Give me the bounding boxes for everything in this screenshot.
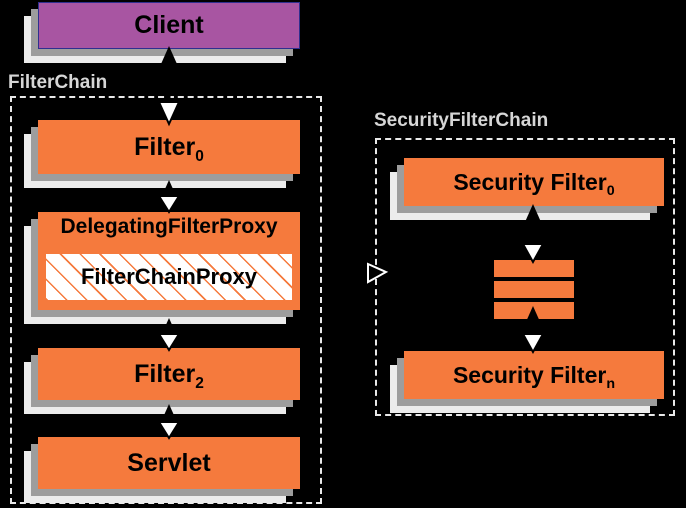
group-label-securityfilterchain: SecurityFilterChain (374, 110, 549, 131)
node-filter-0[interactable]: Filter0 (24, 120, 300, 188)
node-surface (404, 351, 664, 399)
node-label-subscript: 0 (195, 147, 204, 165)
node-servlet[interactable]: Servlet (24, 437, 300, 503)
node-client[interactable]: Client (24, 2, 300, 63)
node-label-filter-0: Filter0 (134, 132, 204, 165)
node-label-filter-2: Filter2 (134, 359, 204, 392)
node-surface (38, 437, 300, 489)
node-label-text: Filter (134, 359, 196, 388)
node-label-subscript: 0 (606, 183, 615, 200)
node-label-text: Security Filter (453, 168, 607, 195)
node-label-text: Security Filter (452, 361, 607, 388)
group-label-filterchain: FilterChain (8, 72, 108, 93)
node-filter-chain-proxy[interactable]: FilterChainProxy (44, 252, 294, 302)
node-surface (404, 158, 664, 206)
arrow-filter0-dfp (157, 180, 181, 214)
arrow-filter2-servlet (157, 404, 181, 440)
node-label-servlet: Servlet (127, 448, 211, 477)
node-label-security-filter-n: Security Filtern (452, 361, 615, 392)
node-surface (38, 2, 300, 49)
ellipsis-bar-2 (494, 281, 574, 298)
node-filter-2[interactable]: Filter2 (24, 348, 300, 414)
node-surface (38, 348, 300, 400)
arrow-fcp-securitychain (329, 262, 389, 284)
node-label-filter-chain-proxy: FilterChainProxy (80, 264, 258, 289)
arrow-dfp-filter2 (157, 318, 181, 352)
arrow-client-filter0 (157, 46, 181, 127)
node-label-text: Filter (134, 132, 196, 161)
node-label-client: Client (134, 11, 204, 40)
arrow-sf0-ellipsis (521, 204, 545, 265)
group-box-filterchain (10, 96, 322, 504)
node-security-filter-n[interactable]: Security Filtern (390, 351, 664, 413)
ellipsis-bar-1 (494, 260, 574, 277)
node-label-delegating-filter-proxy: DelegatingFilterProxy (60, 215, 278, 238)
node-security-filter-0[interactable]: Security Filter0 (390, 158, 664, 220)
node-surface (38, 120, 300, 174)
node-label-security-filter-0: Security Filter0 (453, 168, 614, 199)
node-label-subscript: 2 (195, 374, 204, 392)
node-label-subscript: n (606, 376, 616, 393)
arrow-ellipsis-sfn (521, 306, 545, 355)
